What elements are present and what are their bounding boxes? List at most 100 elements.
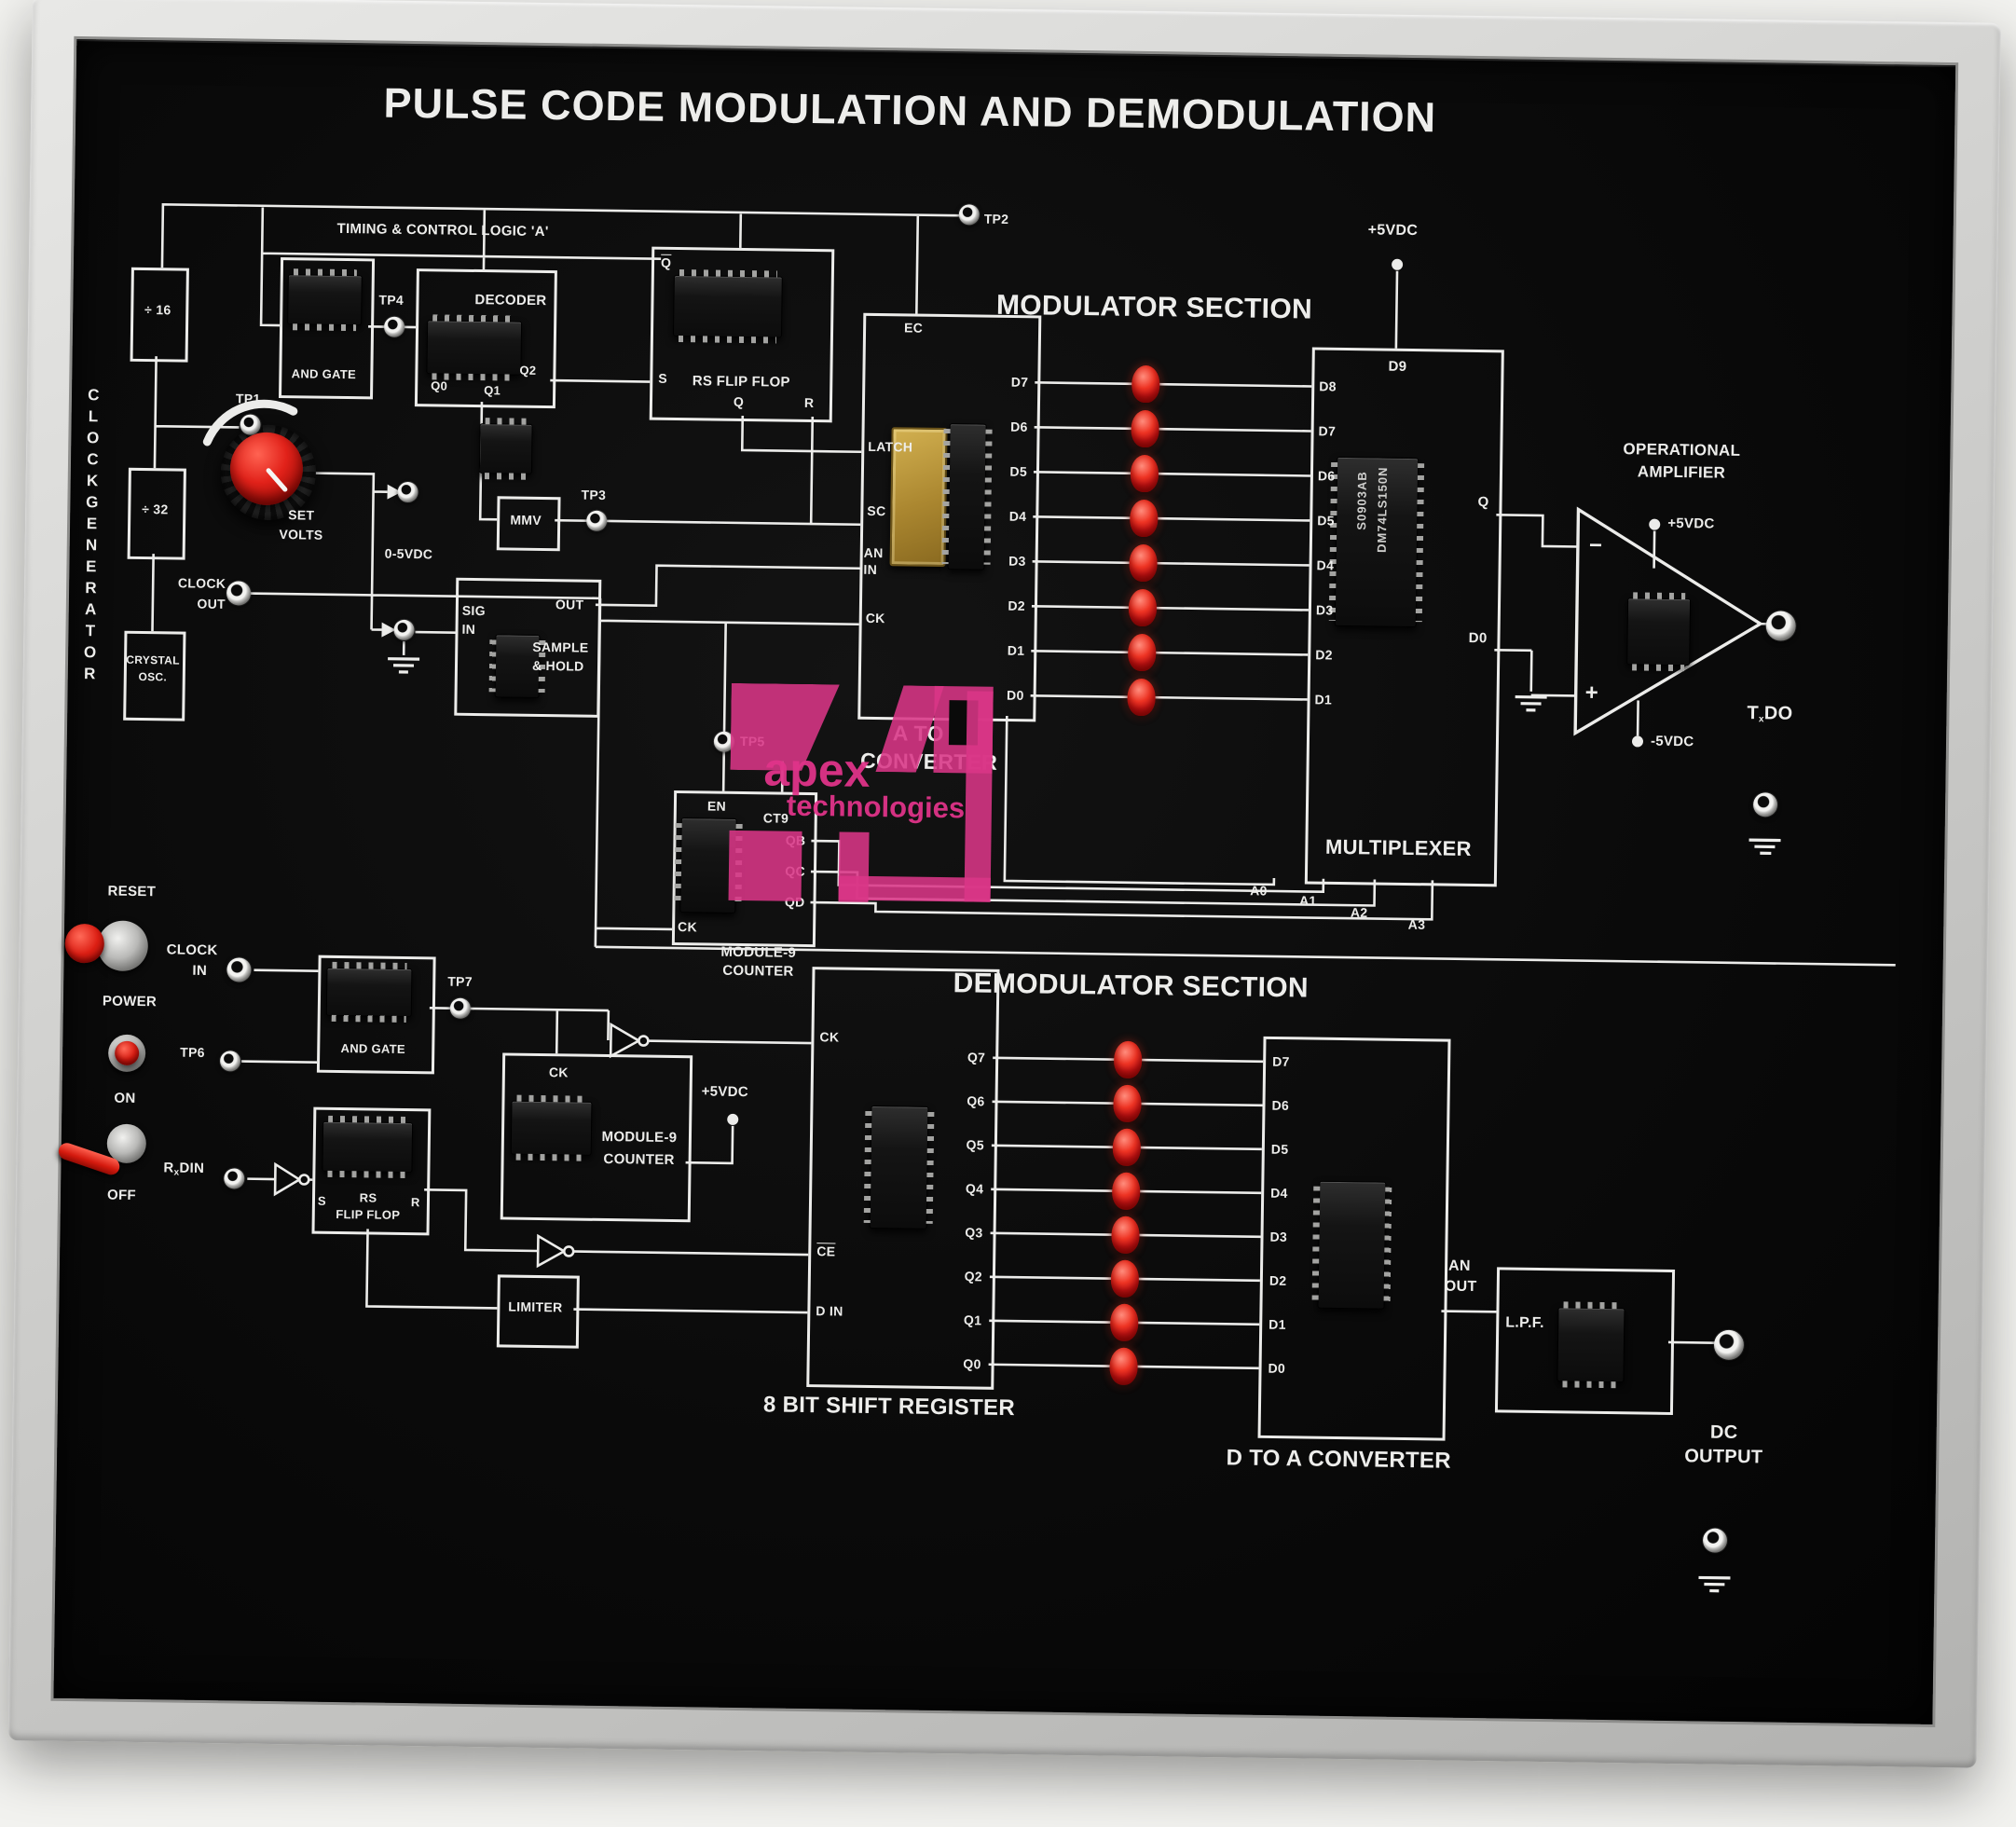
- m9t-name-2: COUNTER: [722, 962, 794, 980]
- mux-ic-text-2: DM74LS150N: [1374, 466, 1391, 554]
- rsff-bot-r: R: [410, 1195, 420, 1210]
- adc-d2: D2: [1008, 598, 1026, 613]
- mux-d6: D6: [1317, 468, 1336, 484]
- clockgenerator-label: CLOCKGENERATOR: [80, 386, 103, 687]
- dac-d3: D3: [1269, 1229, 1288, 1244]
- mux-d9: D9: [1388, 358, 1407, 375]
- adc-latch: LATCH: [868, 438, 913, 455]
- adc-in: IN: [863, 561, 878, 578]
- dc-label-1: DC: [1709, 1422, 1738, 1443]
- rxdin-jack[interactable]: [224, 1168, 245, 1189]
- m9t-ck: CK: [678, 919, 698, 935]
- mux-d5: D5: [1317, 513, 1335, 529]
- demod-led-5: [1112, 1128, 1142, 1167]
- rxdin-label: RxDIN: [163, 1160, 205, 1178]
- inverter-icons: [273, 1022, 650, 1269]
- txdo-label: TxDO: [1747, 703, 1793, 725]
- adc-sc: SC: [867, 502, 886, 519]
- adc-d1: D1: [1007, 642, 1025, 658]
- rsff-bot-ic: [322, 1120, 414, 1174]
- mod-led-d6: [1131, 409, 1159, 448]
- mux-plus5-label: +5VDC: [1367, 222, 1419, 240]
- sr-q0: Q0: [963, 1356, 981, 1372]
- demod-led-2: [1110, 1259, 1140, 1298]
- opamp-ic: [1626, 598, 1692, 666]
- demod-led-4: [1111, 1172, 1141, 1211]
- sr-q4: Q4: [965, 1181, 984, 1197]
- supply-dots: [727, 258, 1661, 1125]
- demod-led-3: [1111, 1216, 1140, 1255]
- tp3-label: TP3: [581, 487, 607, 502]
- sr-din: D IN: [816, 1303, 843, 1319]
- dac-d5: D5: [1270, 1141, 1289, 1157]
- adc-d3: D3: [1008, 553, 1026, 569]
- sr-q5: Q5: [966, 1137, 984, 1153]
- tp3-jack[interactable]: [586, 510, 608, 531]
- sr-ce: CE: [816, 1243, 836, 1259]
- sh-in: IN: [461, 621, 476, 637]
- mux-d8: D8: [1319, 378, 1337, 394]
- demod-led-1: [1109, 1303, 1139, 1341]
- rsff-top-qbar: Q: [660, 254, 672, 270]
- rsff-bot-name-1: RS: [359, 1190, 377, 1205]
- opamp-plus5: +5VDC: [1667, 515, 1715, 532]
- decoder-label: DECODER: [474, 292, 547, 309]
- sh-name-1: SAMPLE: [532, 639, 589, 655]
- rsff-top-s: S: [658, 370, 668, 386]
- reset-label: RESET: [107, 883, 157, 900]
- mod-led-d4: [1130, 499, 1159, 538]
- sh-sig: SIG: [461, 602, 486, 619]
- mod-led-d1: [1127, 633, 1157, 672]
- arrow-icons: [381, 484, 402, 638]
- tp1-label: TP1: [235, 391, 261, 406]
- mux-ic-text-1: S0903AB: [1354, 471, 1370, 530]
- dac-ic: [1317, 1180, 1387, 1310]
- crystal-label-1: CRYSTAL: [126, 652, 180, 667]
- crystal-label-2: OSC.: [138, 669, 168, 684]
- dac-out: OUT: [1444, 1278, 1477, 1296]
- mux-a3: A3: [1407, 916, 1426, 932]
- tp7-label: TP7: [447, 973, 473, 989]
- adc-d0: D0: [1007, 687, 1024, 703]
- clock-in-label-2: IN: [192, 962, 208, 980]
- sr-q7: Q7: [967, 1050, 986, 1065]
- sr-q3: Q3: [965, 1225, 983, 1241]
- mod-led-d0: [1127, 678, 1156, 717]
- sr-q1: Q1: [963, 1312, 982, 1328]
- set-volts-label-1: SET: [288, 507, 315, 523]
- sr-q2: Q2: [964, 1269, 983, 1284]
- adc-pin-strip: [947, 423, 987, 570]
- adc-d5: D5: [1009, 463, 1028, 479]
- dac-an: AN: [1447, 1257, 1471, 1274]
- rsff-top-r: R: [803, 394, 815, 411]
- adc-ec: EC: [904, 320, 924, 336]
- ground-icons: [388, 657, 1781, 1593]
- rsff-top-title: RS FLIP FLOP: [692, 373, 790, 391]
- and-gate-bot-ic: [325, 967, 413, 1018]
- sh-name-2: & HOLD: [531, 657, 584, 674]
- limiter-label: LIMITER: [508, 1298, 563, 1315]
- dac-d1: D1: [1269, 1316, 1286, 1332]
- knob-arc: [202, 399, 298, 446]
- adc-d4: D4: [1008, 508, 1027, 524]
- tp2-jack[interactable]: [958, 204, 980, 226]
- apex-logo-word-2: technologies: [786, 789, 966, 825]
- adc-an: AN: [863, 544, 884, 561]
- mux-a1: A1: [1298, 893, 1317, 909]
- mux-a2: A2: [1350, 904, 1368, 921]
- modulator-section-title: MODULATOR SECTION: [995, 289, 1313, 325]
- decoder-q0: Q0: [431, 378, 448, 393]
- opamp-name-1: OPERATIONAL: [1623, 440, 1741, 460]
- clock-out-label-1: CLOCK: [177, 575, 226, 591]
- rsff-top-q: Q: [733, 393, 745, 409]
- decoder-q2: Q2: [519, 363, 537, 378]
- decoder-ic: [426, 320, 523, 376]
- decoder-q1: Q1: [484, 383, 501, 398]
- and-gate-top-label: AND GATE: [291, 366, 357, 382]
- power-label: POWER: [102, 993, 158, 1010]
- clock-out-label-2: OUT: [197, 596, 226, 611]
- tp6-label: TP6: [180, 1044, 205, 1060]
- demodulator-section-title: DEMODULATOR SECTION: [953, 968, 1310, 1004]
- timing-header: TIMING & CONTROL LOGIC 'A': [336, 220, 549, 240]
- dac-name: D TO A CONVERTER: [1226, 1445, 1452, 1474]
